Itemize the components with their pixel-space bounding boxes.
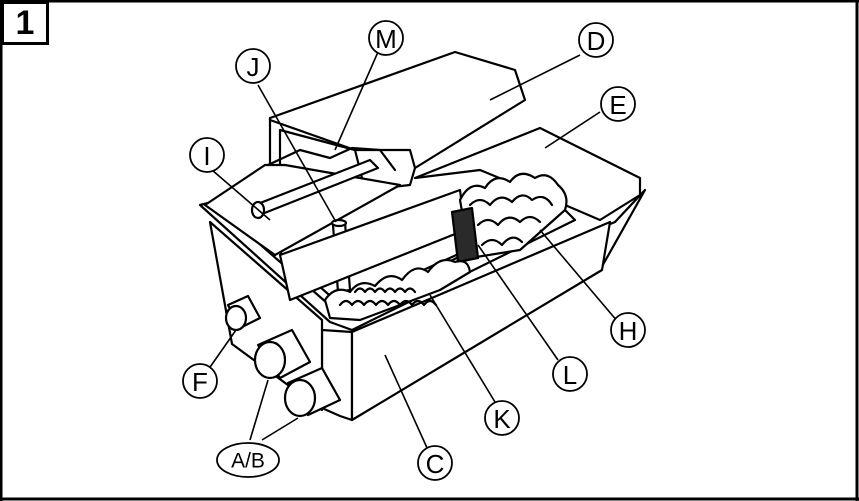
outlet-pipe-f-opening	[224, 304, 248, 332]
filter-sponge-h-ridge-3	[480, 236, 524, 247]
leader-c	[384, 354, 429, 451]
leader-l	[477, 244, 559, 361]
leader-b	[261, 417, 299, 441]
callout-i-label: I	[203, 141, 210, 171]
filter-box-side-face	[350, 220, 612, 422]
callout-e-circle	[600, 86, 636, 122]
callout-f-circle	[182, 363, 218, 399]
callout-h-label: H	[619, 316, 638, 346]
callout-f-label: F	[192, 367, 208, 397]
leader-h	[539, 229, 619, 323]
callout-h-circle	[610, 312, 646, 348]
lamp-bracket-m	[266, 146, 397, 172]
callout-ab-circle	[216, 442, 280, 478]
callout-e-label: E	[609, 90, 626, 120]
callout-m-circle	[368, 20, 404, 56]
filter-pad-l	[450, 206, 480, 264]
leader-lines	[207, 51, 619, 451]
leader-f	[207, 329, 237, 371]
bio-media-k-texture-2	[353, 287, 417, 294]
callout-k-label: K	[493, 404, 511, 434]
callout-d-label: D	[587, 26, 606, 56]
inlet-post-top	[330, 218, 348, 228]
callout-ab-label: A/B	[231, 450, 265, 473]
leader-m	[334, 51, 379, 151]
leader-a	[249, 379, 269, 441]
leader-i	[211, 169, 271, 221]
callout-j-label: J	[247, 52, 260, 82]
filter-sponge-h-ridge	[468, 194, 554, 207]
leader-e	[544, 111, 601, 149]
figure-number: 1	[15, 4, 35, 42]
callout-l-circle	[552, 356, 588, 392]
filter-sponge-h-ridge-2	[476, 215, 542, 227]
leader-d	[489, 54, 581, 101]
leader-j	[257, 84, 337, 223]
filter-sponge-h	[458, 172, 568, 260]
callout-l-label: L	[563, 360, 577, 390]
callout-d-circle	[578, 22, 614, 58]
callout-j-circle	[235, 48, 271, 84]
leader-k	[429, 294, 496, 403]
bio-media-k-texture	[338, 299, 438, 307]
outlet-pipe-a-opening	[253, 340, 287, 380]
callout-i-circle	[189, 137, 225, 173]
callout-c-circle	[417, 445, 453, 481]
callout-k-circle	[484, 400, 520, 436]
outlet-pipe-b-opening	[283, 378, 317, 418]
callout-c-label: C	[426, 449, 445, 479]
callout-m-label: M	[375, 24, 397, 54]
